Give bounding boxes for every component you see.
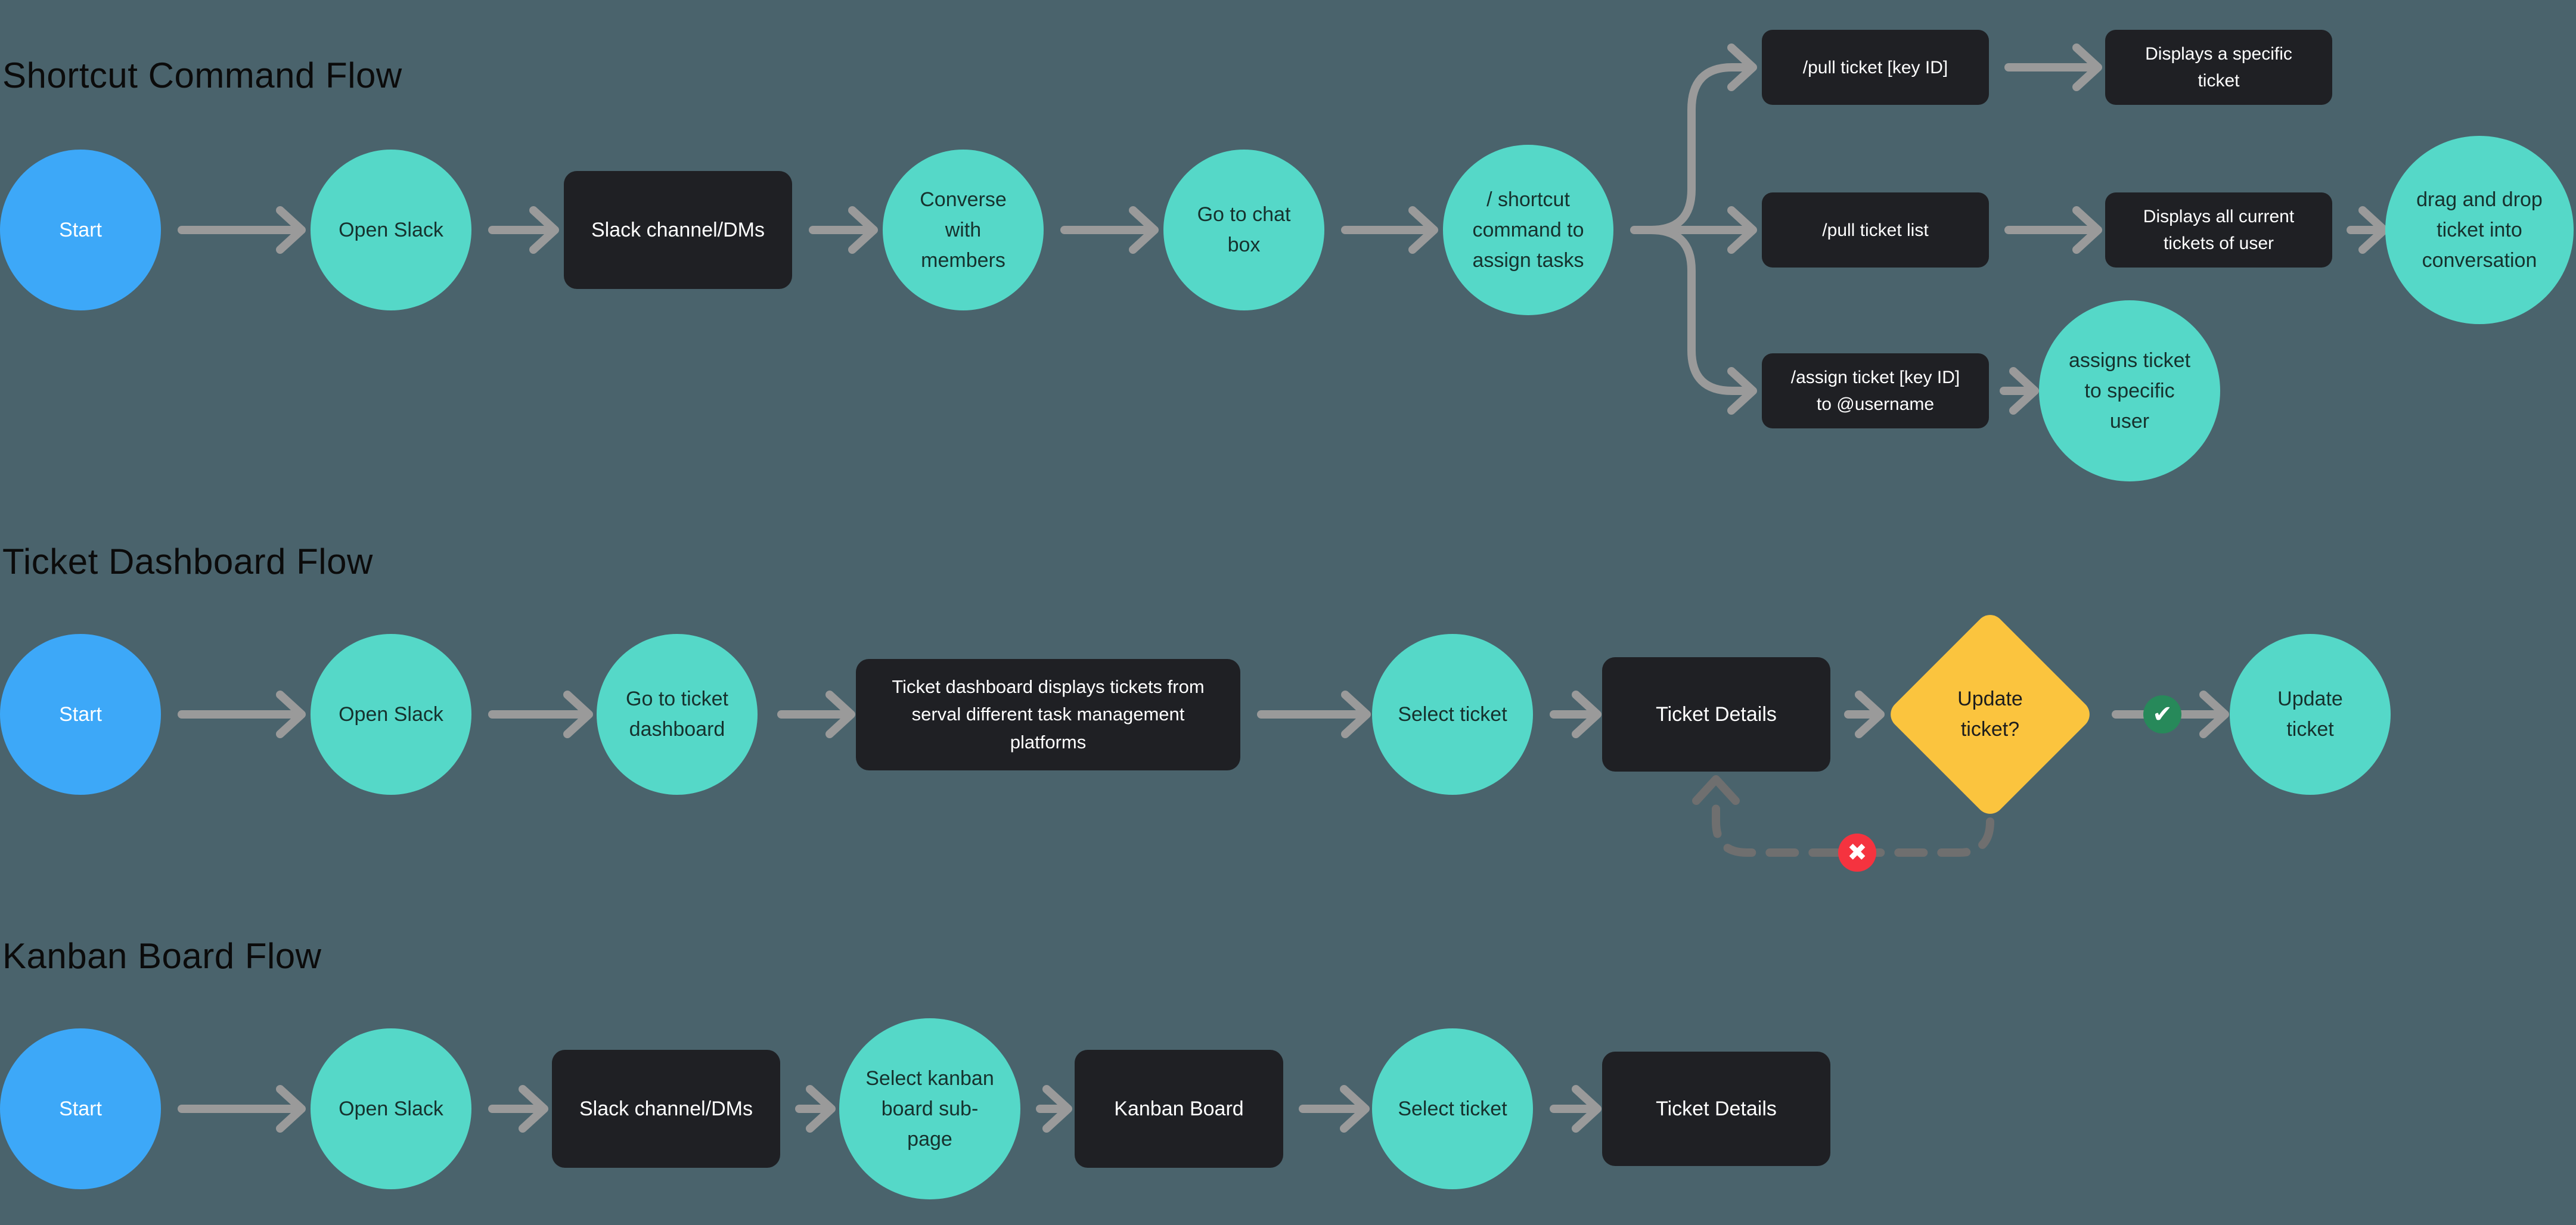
node-ticket-details: Ticket Details	[1602, 1052, 1830, 1166]
node-assigns-ticket-to-user: assigns ticket to specific user	[2039, 300, 2220, 481]
node-drag-and-drop-ticket: drag and drop ticket into conversation	[2385, 136, 2574, 324]
node-displays-all-tickets: Displays all current tickets of user	[2105, 192, 2332, 268]
node-open-slack: Open Slack	[311, 634, 471, 795]
connectors-shortcut-flow	[178, 43, 2388, 415]
node-start: Start	[0, 634, 161, 795]
node-pull-ticket-list: /pull ticket list	[1762, 192, 1989, 268]
cross-glyph: ✖	[1847, 839, 1867, 866]
node-start: Start	[0, 150, 161, 310]
node-start: Start	[0, 1028, 161, 1189]
node-select-ticket: Select ticket	[1372, 634, 1533, 795]
no-cross-icon: ✖	[1838, 834, 1876, 872]
check-glyph: ✔	[2152, 701, 2172, 728]
yes-check-icon: ✔	[2143, 695, 2181, 733]
node-go-to-chat-box: Go to chat box	[1163, 150, 1324, 310]
connectors-kanban-flow	[178, 1085, 1602, 1133]
node-slack-channel-dms: Slack channel/DMs	[564, 171, 792, 289]
node-select-ticket: Select ticket	[1372, 1028, 1533, 1189]
node-update-ticket: Update ticket	[2230, 634, 2391, 795]
node-go-to-ticket-dashboard: Go to ticket dashboard	[597, 634, 758, 795]
node-open-slack: Open Slack	[311, 150, 471, 310]
node-converse-with-members: Converse with members	[883, 150, 1044, 310]
node-assign-ticket-command: /assign ticket [key ID] to @username	[1762, 353, 1989, 428]
flow-title-ticket-dashboard: Ticket Dashboard Flow	[2, 542, 373, 582]
node-dashboard-displays-tickets: Ticket dashboard displays tickets from s…	[856, 659, 1240, 770]
flow-title-shortcut-command: Shortcut Command Flow	[2, 55, 402, 95]
node-shortcut-command: / shortcut command to assign tasks	[1443, 145, 1613, 315]
node-ticket-details: Ticket Details	[1602, 657, 1830, 772]
decision-label: Update ticket?	[1957, 688, 2023, 741]
node-select-kanban-subpage: Select kanban board sub- page	[839, 1018, 1020, 1199]
node-update-ticket-decision: Update ticket?	[1885, 609, 2096, 820]
node-open-slack: Open Slack	[311, 1028, 471, 1189]
node-slack-channel-dms: Slack channel/DMs	[552, 1050, 780, 1168]
node-kanban-board: Kanban Board	[1075, 1050, 1283, 1168]
flow-title-kanban-board: Kanban Board Flow	[2, 936, 322, 976]
node-displays-specific-ticket: Displays a specific ticket	[2105, 30, 2332, 105]
node-pull-ticket-key-id: /pull ticket [key ID]	[1762, 30, 1989, 105]
